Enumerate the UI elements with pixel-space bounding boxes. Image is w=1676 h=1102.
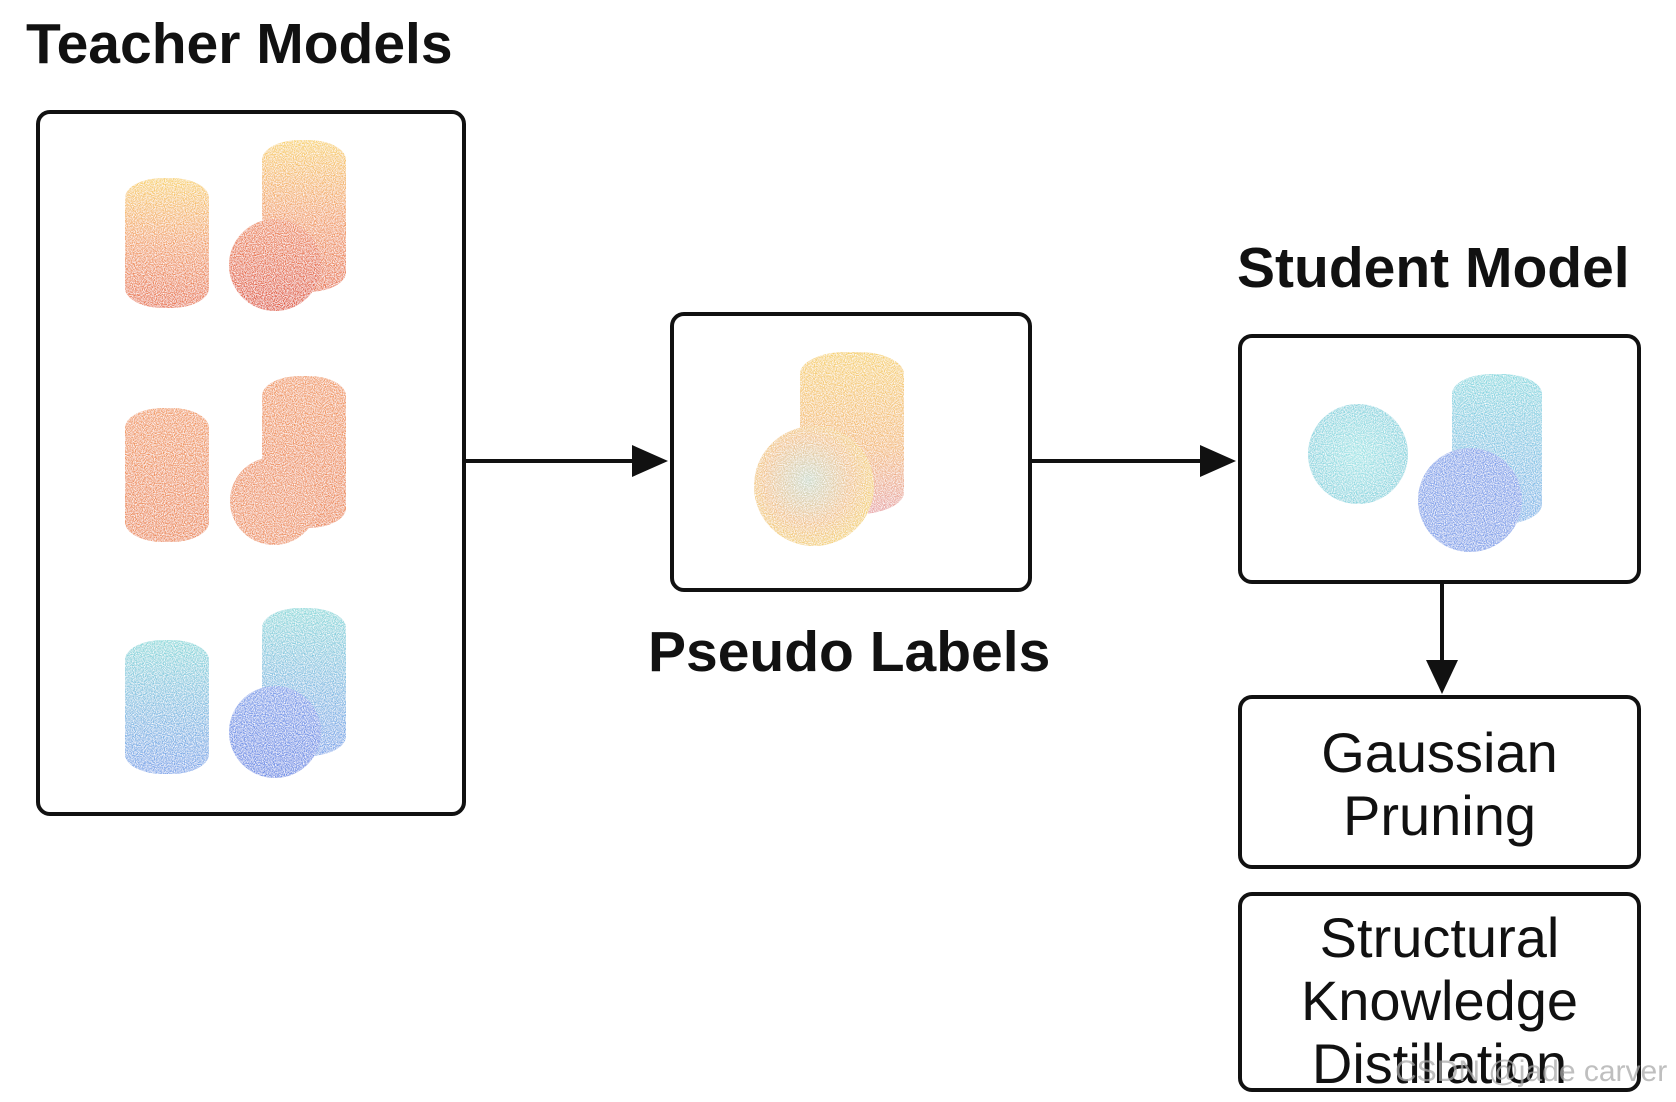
sphere-icon [754,426,874,546]
arrow-pseudo-to-student [1032,445,1236,477]
sphere-icon [1308,404,1408,504]
student-model-box [1238,334,1641,584]
gaussian-pruning-line-2: Pruning [1342,784,1537,847]
sphere-icon [1418,448,1522,552]
pseudo-label-pointcloud [754,352,904,546]
pseudo-labels-title: Pseudo Labels [648,620,1051,684]
distillation-line-2: Knowledge [1300,969,1579,1032]
student-model-title: Student Model [1237,236,1630,300]
cylinder-icon [125,408,209,542]
student-model-pointcloud [1308,374,1542,552]
teacher-model-2-pointcloud [125,376,346,545]
sphere-icon [229,219,321,311]
arrowhead-icon [1200,445,1236,477]
teacher-model-3-pointcloud [125,608,346,778]
arrow-teacher-to-pseudo [466,445,668,477]
arrowhead-icon [632,445,668,477]
arrow-student-to-pruning [1426,584,1458,694]
gaussian-pruning-label: Gaussian Pruning [1242,721,1637,847]
cylinder-icon [125,640,209,774]
sphere-icon [229,686,321,778]
structural-knowledge-distillation-box: Structural Knowledge Distillation [1238,892,1641,1092]
teacher-model-1-pointcloud [125,140,346,311]
gaussian-pruning-line-1: Gaussian [1321,721,1558,784]
watermark: CSDN @jade carver [1395,1055,1668,1088]
gaussian-pruning-box: Gaussian Pruning [1238,695,1641,869]
teacher-models-title: Teacher Models [26,12,453,76]
structural-knowledge-distillation-label: Structural Knowledge Distillation [1242,906,1637,1092]
distillation-line-3: Distillation [1311,1032,1568,1092]
distillation-line-1: Structural [1319,906,1560,969]
arrowhead-icon [1426,660,1458,694]
sphere-icon [230,457,318,545]
cylinder-icon [125,178,209,308]
